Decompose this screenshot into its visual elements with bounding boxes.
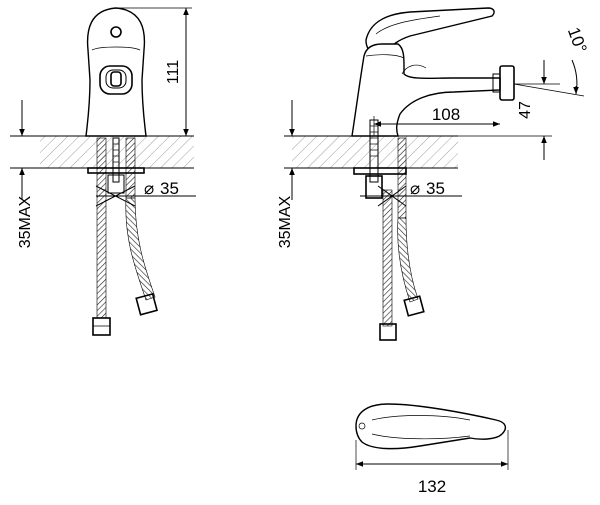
side-faucet-body: [351, 43, 501, 137]
side-hose-right-bend: [397, 217, 419, 303]
side-view: ⌀ 35 108 47 10° 35MAX: [277, 7, 591, 341]
side-hose-nut-left: [379, 323, 397, 341]
handle-top-view: 132: [355, 403, 509, 496]
handle-top-outline: [355, 403, 507, 450]
front-height-label: 111: [165, 60, 182, 84]
front-hose-nut-left: [92, 317, 111, 336]
side-diameter-symbol: ⌀: [410, 179, 420, 198]
side-reach-label: 108: [432, 105, 460, 124]
side-diameter-value: 35: [426, 179, 445, 198]
front-countertop: [40, 136, 194, 168]
side-spout-nozzle: [499, 65, 515, 101]
front-hose-nut-right: [135, 292, 159, 316]
side-spout-height-label: 47: [517, 101, 534, 119]
front-diameter-value: 35: [160, 179, 179, 198]
handle-length-label: 132: [418, 477, 446, 496]
side-hose-left: [382, 189, 393, 327]
front-max-thickness: 35MAX: [17, 195, 34, 248]
front-view: ⌀ 35 111 35MAX: [10, 7, 196, 336]
front-handle-screw: [110, 26, 122, 38]
front-diameter-symbol: ⌀: [144, 179, 154, 198]
front-hose-left: [96, 137, 107, 319]
side-max-thickness: 35MAX: [277, 195, 294, 248]
side-angle-label: 10°: [564, 25, 591, 56]
side-countertop: [292, 136, 458, 168]
side-hose-right: [397, 137, 407, 219]
front-outlet: [99, 65, 133, 95]
front-hose-right-bend: [125, 197, 156, 301]
side-hose-nut-right: [403, 295, 425, 317]
